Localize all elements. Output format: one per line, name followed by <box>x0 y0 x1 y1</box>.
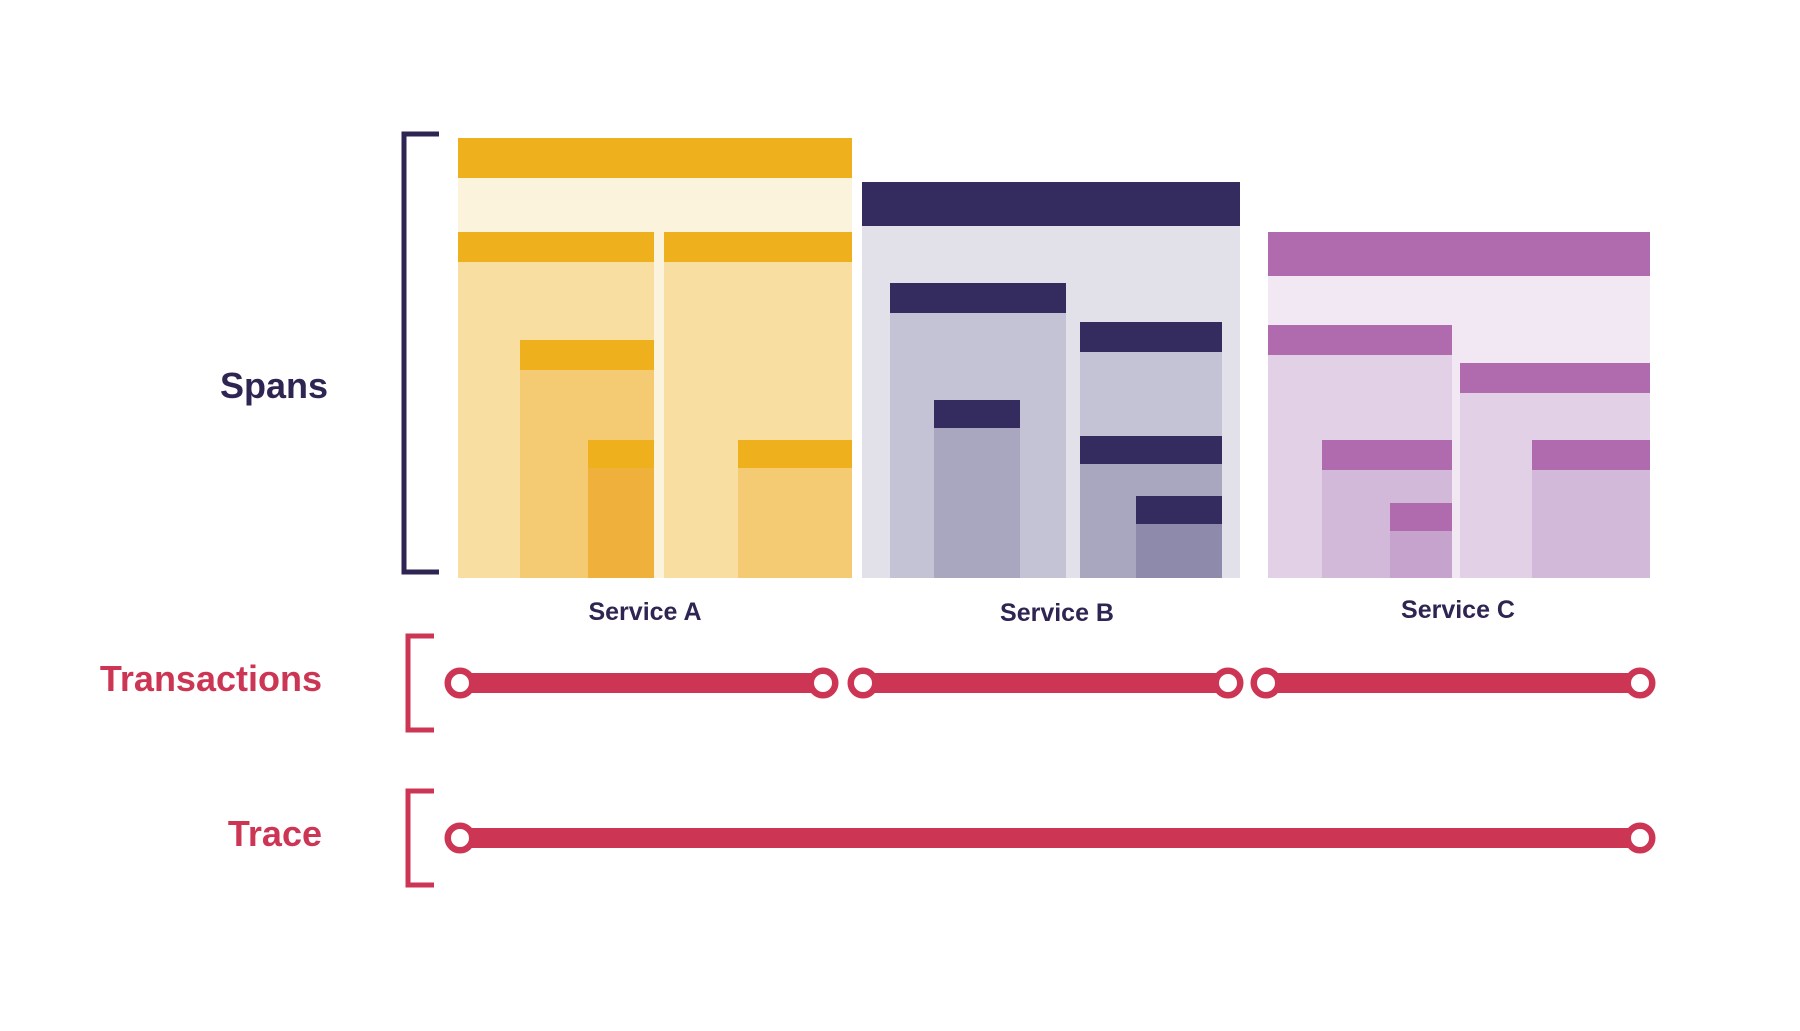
transaction-endpoint-3-start <box>1250 667 1282 699</box>
trace-endpoint-start <box>444 822 476 854</box>
span-head-A-2-1 <box>738 440 852 468</box>
transaction-endpoint-1-start <box>444 667 476 699</box>
span-A-1-1-1 <box>588 440 654 578</box>
span-head-B-1 <box>890 283 1066 313</box>
transactions-section-label: Transactions <box>99 658 322 699</box>
transaction-line-1 <box>460 673 823 693</box>
trace-endpoint-end <box>1624 822 1656 854</box>
span-head-C-root <box>1268 232 1650 276</box>
service-label-b: Service B <box>1000 599 1114 627</box>
transaction-endpoint-1-end <box>807 667 839 699</box>
transaction-line-3 <box>1266 673 1640 693</box>
trace-bracket <box>405 788 434 888</box>
spans-bracket <box>401 131 439 575</box>
service-label-c: Service C <box>1401 596 1515 624</box>
trace-section-label: Trace <box>227 813 322 854</box>
span-head-C-1-1-1 <box>1390 503 1452 531</box>
span-body-A-2-1 <box>738 468 852 578</box>
transaction-endpoint-3-end <box>1624 667 1656 699</box>
span-B-1-1 <box>934 400 1020 578</box>
span-body-A-1-1-1 <box>588 468 654 578</box>
brackets-group <box>401 131 439 888</box>
trace-group <box>444 822 1656 854</box>
span-head-A-1-1 <box>520 340 654 370</box>
span-head-A-2 <box>664 232 852 262</box>
spans-group <box>458 138 1650 578</box>
span-body-B-2-1-1 <box>1136 524 1222 578</box>
span-head-B-2-1-1 <box>1136 496 1222 524</box>
span-head-A-1-1-1 <box>588 440 654 468</box>
span-group-service-c <box>1268 232 1650 578</box>
span-body-C-2-1 <box>1532 470 1650 578</box>
span-C-2-1 <box>1532 440 1650 578</box>
span-A-2-1 <box>738 440 852 578</box>
span-C-1-1-1 <box>1390 503 1452 578</box>
transaction-endpoint-2-end <box>1212 667 1244 699</box>
span-head-C-1 <box>1268 325 1452 355</box>
span-head-C-1-1 <box>1322 440 1452 470</box>
transaction-1 <box>444 667 839 699</box>
transaction-endpoint-2-start <box>847 667 879 699</box>
span-head-B-2-1 <box>1080 436 1222 464</box>
span-head-B-root <box>862 182 1240 226</box>
transaction-2 <box>847 667 1244 699</box>
span-head-A-1 <box>458 232 654 262</box>
spans-section-label: Spans <box>219 365 328 406</box>
span-B-2-1-1 <box>1136 496 1222 578</box>
span-head-C-2-1 <box>1532 440 1650 470</box>
transaction-3 <box>1250 667 1656 699</box>
trace-line <box>460 828 1640 848</box>
transaction-line-2 <box>863 673 1228 693</box>
span-body-B-1-1 <box>934 428 1020 578</box>
transactions-bracket <box>405 633 434 733</box>
span-head-A-root <box>458 138 852 178</box>
span-body-C-1-1-1 <box>1390 531 1452 578</box>
span-head-B-1-1 <box>934 400 1020 428</box>
span-head-B-2 <box>1080 322 1222 352</box>
span-group-service-a <box>458 138 852 578</box>
span-group-service-b <box>862 182 1240 578</box>
span-head-C-2 <box>1460 363 1650 393</box>
transactions-group <box>444 667 1656 699</box>
service-label-a: Service A <box>588 598 702 626</box>
